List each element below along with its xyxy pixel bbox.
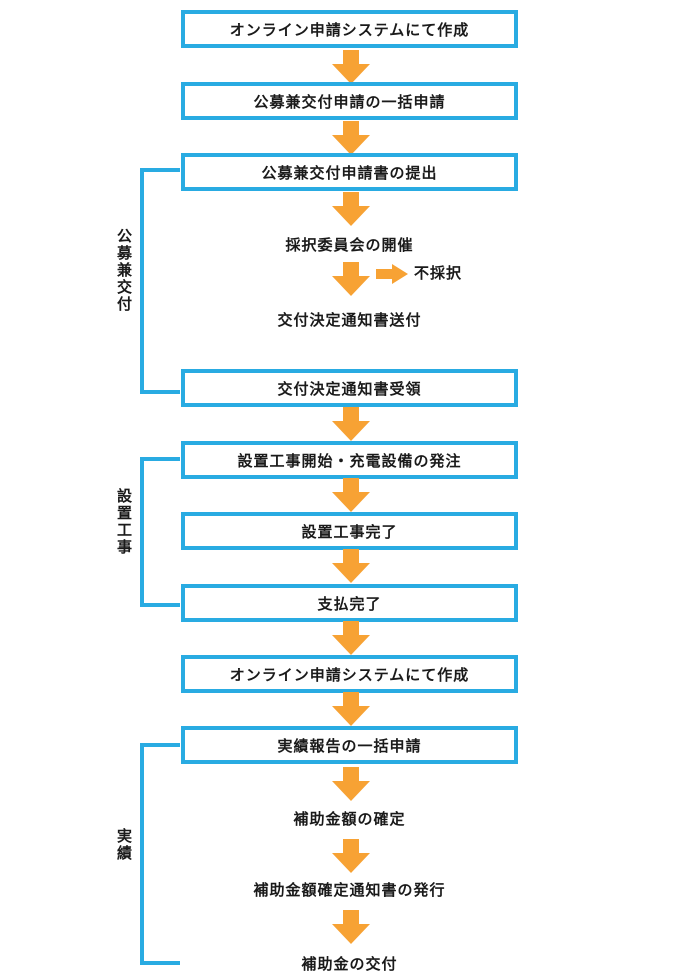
step-online-create-2: オンライン申請システムにて作成 <box>181 655 518 693</box>
group-label-setchi: 設置工事 <box>115 488 133 556</box>
step-selection-committee: 採択委員会の開催 <box>285 236 414 254</box>
down-arrow-icon <box>332 192 370 226</box>
group-bracket-koubo <box>140 168 180 394</box>
down-arrow-icon <box>332 621 370 655</box>
branch-rejected: 不採択 <box>414 264 463 282</box>
step-payment-complete: 支払完了 <box>181 584 518 622</box>
group-label-koubo: 公募兼交付 <box>115 228 133 313</box>
step-receive-decision: 交付決定通知書受領 <box>181 369 518 407</box>
down-arrow-icon <box>332 407 370 441</box>
down-arrow-icon <box>332 478 370 512</box>
step-grant-payment: 補助金の交付 <box>301 955 398 973</box>
step-confirm-amount: 補助金額の確定 <box>293 810 406 828</box>
group-bracket-jisseki <box>140 743 180 965</box>
down-arrow-icon <box>332 910 370 944</box>
step-construction-complete: 設置工事完了 <box>181 512 518 550</box>
right-arrow-icon <box>376 264 408 284</box>
down-arrow-icon <box>332 549 370 583</box>
down-arrow-icon <box>332 121 370 155</box>
down-arrow-icon <box>332 839 370 873</box>
down-arrow-icon <box>332 262 370 296</box>
group-label-jisseki: 実績 <box>115 828 133 862</box>
step-online-create-1: オンライン申請システムにて作成 <box>181 10 518 48</box>
step-send-decision: 交付決定通知書送付 <box>277 311 422 329</box>
group-bracket-setchi <box>140 457 180 607</box>
step-start-construction: 設置工事開始・充電設備の発注 <box>181 441 518 479</box>
down-arrow-icon <box>332 692 370 726</box>
step-submit-application: 公募兼交付申請書の提出 <box>181 153 518 191</box>
down-arrow-icon <box>332 767 370 801</box>
step-issue-notice: 補助金額確定通知書の発行 <box>253 881 446 899</box>
step-bulk-report: 実績報告の一括申請 <box>181 726 518 764</box>
down-arrow-icon <box>332 50 370 84</box>
step-bulk-application: 公募兼交付申請の一括申請 <box>181 82 518 120</box>
